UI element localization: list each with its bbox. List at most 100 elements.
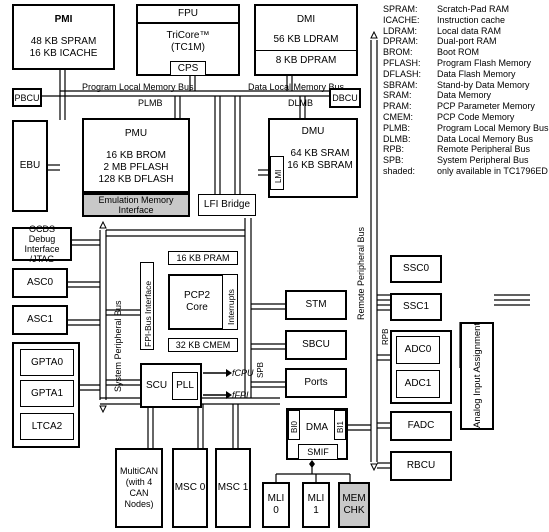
ssc1-block: SSC1 bbox=[390, 293, 442, 321]
legend-row: ICACHE: Instruction cache bbox=[383, 15, 543, 26]
memchk-label: MEM CHK bbox=[342, 493, 366, 516]
legend-abbr: DFLASH: bbox=[383, 68, 422, 79]
legend-row: RPB:Remote Peripheral Bus bbox=[383, 144, 543, 155]
asc1-label: ASC1 bbox=[26, 314, 54, 325]
rbcu-block: RBCU bbox=[390, 451, 452, 481]
adc1-label: ADC1 bbox=[404, 378, 432, 389]
legend-row: BROM: Boot ROM bbox=[383, 47, 543, 58]
spb-short-label: SPB bbox=[256, 361, 265, 378]
smif-block: SMIF bbox=[298, 444, 338, 460]
dmu-title: DMU bbox=[301, 126, 325, 137]
cps-label: CPS bbox=[177, 62, 199, 74]
pbcu-block: PBCU bbox=[12, 88, 42, 107]
pmu-brom: 16 KB BROM bbox=[105, 150, 167, 161]
dmu-sbram: 16 KB SBRAM bbox=[287, 160, 353, 171]
ffpi-label: fFPI bbox=[232, 390, 249, 400]
dmu-sram: 64 KB SRAM bbox=[290, 148, 350, 159]
legend-abbr: ICACHE: bbox=[383, 14, 420, 25]
adc1-block: ADC1 bbox=[396, 370, 440, 398]
stm-block: STM bbox=[285, 290, 347, 320]
fpi-bus-interface-label: FPI-Bus Interface bbox=[143, 280, 153, 347]
legend-row: SPRAM:Scratch-Pad RAM bbox=[383, 4, 543, 15]
legend-desc: only available in TC1796ED bbox=[437, 165, 548, 176]
sbcu-label: SBCU bbox=[302, 339, 330, 350]
tricore-model: (TC1M) bbox=[171, 42, 205, 53]
bi0-block: BI0 bbox=[288, 410, 300, 440]
gpta0-block: GPTA0 bbox=[20, 349, 74, 376]
bi0-label: BI0 bbox=[290, 420, 299, 433]
multican-block: MultiCAN (with 4 CAN Nodes) bbox=[115, 448, 163, 528]
msc0-label: MSC 0 bbox=[174, 482, 206, 493]
dbcu-block: DBCU bbox=[329, 88, 361, 108]
adc0-block: ADC0 bbox=[396, 336, 440, 364]
legend-desc: PCP Code Memory bbox=[437, 111, 515, 122]
dma-label: DMA bbox=[305, 422, 329, 433]
legend-desc: Instruction cache bbox=[437, 14, 506, 25]
pll-label: PLL bbox=[176, 380, 194, 391]
pmi-title: PMI bbox=[54, 14, 73, 25]
mli1-label: MLI 1 bbox=[307, 493, 325, 516]
fadc-block: FADC bbox=[390, 411, 452, 441]
dmi-title: DMI bbox=[296, 13, 316, 25]
legend-abbr: SBRAM: bbox=[383, 79, 418, 90]
legend-abbr: PRAM: bbox=[383, 101, 412, 112]
legend-abbr: BROM: bbox=[383, 47, 413, 58]
mli0-block: MLI 0 bbox=[262, 482, 290, 528]
dlm-bus-label: Data Local Memory Bus bbox=[248, 82, 345, 92]
cmem-block: 32 KB CMEM bbox=[168, 338, 238, 352]
asc1-block: ASC1 bbox=[12, 305, 68, 335]
adc0-label: ADC0 bbox=[404, 344, 432, 355]
ebu-block: EBU bbox=[12, 120, 48, 212]
analog-input-assignment: Analog Input Assignment bbox=[460, 322, 494, 430]
legend-desc: System Peripheral Bus bbox=[437, 155, 529, 166]
bi1-block: BI1 bbox=[334, 410, 346, 440]
legend-abbr: SPB: bbox=[383, 155, 404, 166]
plm-bus-label: Program Local Memory Bus bbox=[82, 82, 194, 92]
emulation-memory-interface: Emulation Memory Interface bbox=[82, 193, 190, 217]
legend-abbr: DLMB: bbox=[383, 133, 411, 144]
legend-desc: Data Flash Memory bbox=[437, 68, 516, 79]
plmb-label: PLMB bbox=[138, 98, 163, 108]
legend-row: PFLASH:Program Flash Memory bbox=[383, 58, 543, 69]
msc0-block: MSC 0 bbox=[172, 448, 208, 528]
legend-row: SPB: System Peripheral Bus bbox=[383, 155, 543, 166]
legend-desc: PCP Parameter Memory bbox=[437, 101, 535, 112]
legend-abbr: SPRAM: bbox=[383, 4, 418, 14]
legend-row: LDRAM:Local data RAM bbox=[383, 26, 543, 37]
legend-desc: Boot ROM bbox=[437, 47, 480, 58]
pmu-block: PMU 16 KB BROM 2 MB PFLASH 128 KB DFLASH bbox=[82, 118, 190, 193]
legend-abbr: PFLASH: bbox=[383, 57, 421, 68]
fcpu-label: fCPU bbox=[232, 368, 254, 378]
legend-desc: Data Local Memory Bus bbox=[437, 133, 534, 144]
pbcu-label: PBCU bbox=[14, 92, 40, 103]
lfi-bridge-label: LFI Bridge bbox=[203, 199, 251, 210]
legend-row: shaded:only available in TC1796ED bbox=[383, 166, 548, 177]
fadc-label: FADC bbox=[407, 420, 435, 431]
pmu-pflash: 2 MB PFLASH bbox=[103, 162, 169, 173]
pram-block: 16 KB PRAM bbox=[168, 251, 238, 265]
lfi-bridge: LFI Bridge bbox=[198, 194, 256, 216]
legend-desc: Program Local Memory Bus bbox=[437, 122, 549, 133]
asc0-label: ASC0 bbox=[26, 277, 54, 288]
legend-row: DLMB: Data Local Memory Bus bbox=[383, 134, 543, 145]
ltca2-label: LTCA2 bbox=[31, 420, 63, 432]
legend-desc: Dual-port RAM bbox=[437, 36, 497, 47]
rbcu-label: RBCU bbox=[406, 460, 436, 471]
scu-label: SCU bbox=[146, 379, 168, 391]
gpta1-block: GPTA1 bbox=[20, 380, 74, 407]
system-peripheral-bus-label: System Peripheral Bus bbox=[113, 300, 123, 392]
legend-abbr: CMEM: bbox=[383, 111, 413, 122]
legend-desc: Data Memory bbox=[437, 90, 492, 101]
tricore-name: TriCore™ bbox=[166, 30, 210, 41]
ocds-label: OCDS Debug Interface /JTAG bbox=[24, 224, 60, 264]
stm-label: STM bbox=[305, 299, 327, 310]
pmu-title: PMU bbox=[124, 128, 148, 139]
fpu-block: FPU bbox=[136, 4, 240, 22]
pmi-icache: 16 KB ICACHE bbox=[29, 48, 98, 59]
pmi-spram: 48 KB SPRAM bbox=[30, 36, 97, 47]
gpta0-label: GPTA0 bbox=[30, 356, 64, 368]
lmi-label: LMI bbox=[274, 169, 283, 183]
dmi-ldram: 56 KB LDRAM bbox=[256, 34, 356, 51]
ocds-debug-block: OCDS Debug Interface /JTAG bbox=[12, 224, 72, 264]
